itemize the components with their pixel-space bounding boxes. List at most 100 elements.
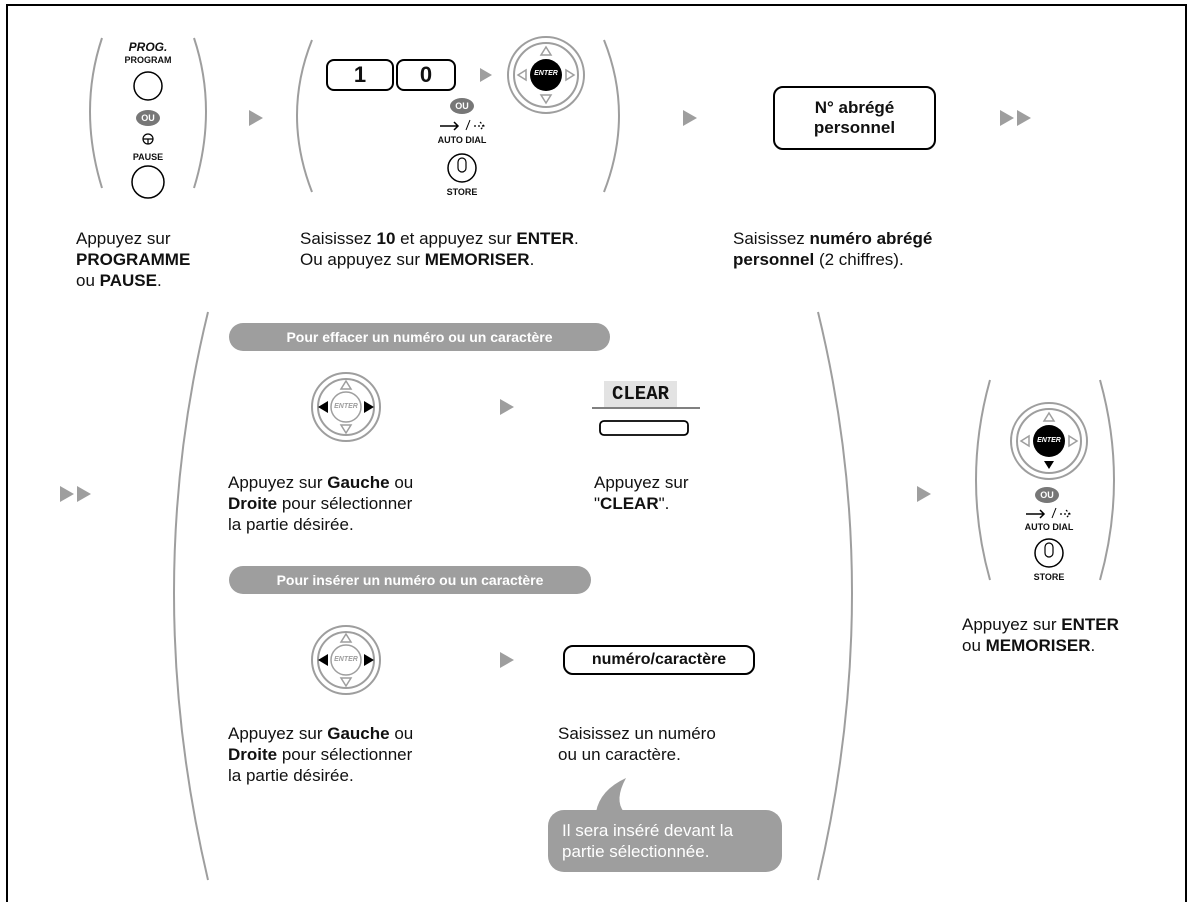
step2-cap-mid: et appuyez sur <box>395 229 517 248</box>
clear-key-cap-pre: Appuyez sur <box>594 473 689 492</box>
double-arrow-2b-icon <box>77 486 91 502</box>
clear-key-caption: Appuyez sur "CLEAR". <box>594 472 754 514</box>
clear-key-cap-bold: CLEAR <box>600 494 659 513</box>
insert-cap-ou: ou <box>389 724 414 743</box>
navigator-pad-final-icon <box>1010 402 1088 480</box>
autodial-label-final: AUTO DIAL <box>1024 522 1074 532</box>
insert-cap2-line1: Saisissez un numéro <box>558 724 716 743</box>
insert-cap-droite: Droite <box>228 745 278 764</box>
step1-caption-pause: PAUSE <box>99 271 157 290</box>
enter-label-final: ENTER <box>1037 437 1061 444</box>
insert-caption2: Saisissez un numéro ou un caractère. <box>558 723 778 765</box>
speed-dial-key-line1: N° abrégé <box>814 98 895 117</box>
double-arrow-1a-icon <box>1000 110 1014 126</box>
clear-key-cap-quote: " <box>594 494 601 513</box>
clear-cap-ou: ou <box>389 473 414 492</box>
page-frame <box>6 4 1187 902</box>
step2-cap2-mem: MEMORISER <box>424 250 530 269</box>
ou-label-final: OU <box>1040 490 1054 500</box>
step2-cap-end: . <box>574 229 579 248</box>
program-button-icon <box>133 71 163 101</box>
speed-dial-key-line2: personnel <box>813 118 896 137</box>
insert-cap-pre: Appuyez sur <box>228 724 328 743</box>
bubble-tail <box>596 778 626 812</box>
step3-cap-bold2: personnel <box>733 250 815 269</box>
pause-label: PAUSE <box>132 152 164 162</box>
char-key[interactable]: numéro/caractère <box>563 645 755 675</box>
autodial-final-arrow-icon <box>1026 509 1046 519</box>
arrow-final-icon <box>917 486 931 502</box>
double-arrow-2a-icon <box>60 486 74 502</box>
insert-caption: Appuyez sur Gauche ou Droite pour sélect… <box>228 723 488 786</box>
ou-badge-final-icon <box>1035 487 1059 503</box>
arrow-clear-icon <box>500 399 514 415</box>
speed-dial-key[interactable]: N° abrégé personnel <box>773 86 936 150</box>
enter-label-clear: ENTER <box>334 403 358 410</box>
step2-bracket-right <box>603 39 620 193</box>
step2-cap2-end: . <box>529 250 535 269</box>
bubble-line2: partie sélectionnée. <box>562 842 710 861</box>
step2-cap-enter: ENTER <box>516 229 575 248</box>
step3-cap-end: (2 chiffres). <box>814 250 904 269</box>
big-bracket-left <box>173 311 209 881</box>
ou-label-step2: OU <box>455 101 469 111</box>
clear-key-label[interactable]: CLEAR <box>604 381 678 407</box>
navigator-pad-clear-icon <box>311 372 381 442</box>
enter-label-step2: ENTER <box>534 70 558 77</box>
arrow-1-icon <box>249 110 263 126</box>
navigator-pad-insert-icon <box>311 625 381 695</box>
store-label-final: STORE <box>1033 572 1065 582</box>
insert-cap-line3: la partie désirée. <box>228 766 354 785</box>
bubble-line1: Il sera inséré devant la <box>562 821 734 840</box>
navigator-pad-step2-icon <box>507 36 585 114</box>
insert-section-pill: Pour insérer un numéro ou un caractère <box>229 566 591 594</box>
info-bubble: Il sera inséré devant la partie sélectio… <box>548 810 782 872</box>
clear-key-cap-end: ". <box>658 494 670 513</box>
insert-cap-gauche: Gauche <box>327 724 390 743</box>
step1-caption-end: . <box>156 271 162 290</box>
insert-cap-mid: pour sélectionner <box>277 745 413 764</box>
autodial-label-step2: AUTO DIAL <box>437 135 487 145</box>
final-cap-ou: ou <box>962 636 986 655</box>
prog-label: PROG. <box>128 40 168 54</box>
ou-label: OU <box>141 113 155 123</box>
key-0[interactable]: 0 <box>396 59 456 91</box>
clear-cap-mid: pour sélectionner <box>277 494 413 513</box>
step1-caption: Appuyez sur PROGRAMME ou PAUSE. <box>76 228 236 291</box>
step1-bracket-left <box>89 37 103 189</box>
final-cap-pre: Appuyez sur <box>962 615 1062 634</box>
final-bracket-right <box>1099 379 1115 581</box>
key-1[interactable]: 1 <box>326 59 394 91</box>
step1-bracket-right <box>193 37 207 189</box>
clear-section-pill: Pour effacer un numéro ou un caractère <box>229 323 610 351</box>
enter-label-insert: ENTER <box>334 656 358 663</box>
double-arrow-1b-icon <box>1017 110 1031 126</box>
final-bracket-left <box>975 379 991 581</box>
step2-cap-num: 10 <box>376 229 396 248</box>
ou-badge-icon <box>136 110 160 126</box>
step1-caption-pre: Appuyez sur <box>76 229 171 248</box>
clear-cap-gauche: Gauche <box>327 473 390 492</box>
arrow-3-icon <box>683 110 697 126</box>
step1-caption-ou: ou <box>76 271 95 290</box>
step2-cap2-pre: Ou appuyez sur <box>300 250 425 269</box>
ou-badge-step2-icon <box>450 98 474 114</box>
step3-cap-bold1: numéro abrégé <box>809 229 933 248</box>
arrow-2a-icon <box>480 68 492 82</box>
clear-key-icon <box>599 420 689 436</box>
big-bracket-right <box>817 311 853 881</box>
clear-cap-pre: Appuyez sur <box>228 473 328 492</box>
arrow-insert-icon <box>500 652 514 668</box>
step3-caption: Saisissez numéro abrégé personnel (2 chi… <box>733 228 1013 270</box>
pause-button-icon <box>131 165 165 199</box>
step3-cap-pre: Saisissez <box>733 229 810 248</box>
clear-cap-droite: Droite <box>228 494 278 513</box>
autodial-arrow-icon <box>440 121 460 131</box>
program-label: PROGRAM <box>124 55 172 65</box>
step2-cap-pre: Saisissez <box>300 229 377 248</box>
insert-cap2-line2: ou un caractère. <box>558 745 681 764</box>
clear-caption: Appuyez sur Gauche ou Droite pour sélect… <box>228 472 488 535</box>
final-cap-mem: MEMORISER <box>985 636 1091 655</box>
